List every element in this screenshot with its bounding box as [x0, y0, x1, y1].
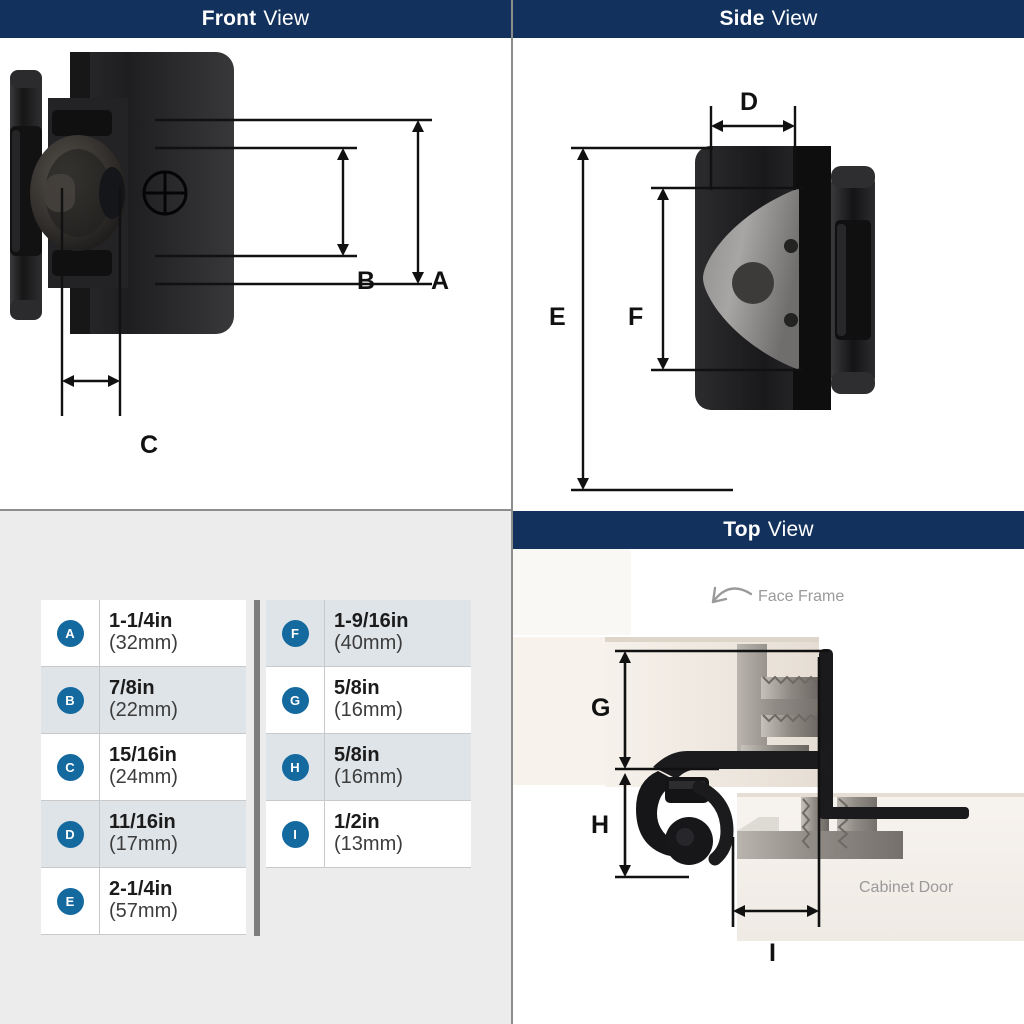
dimension-table: A 1-1/4in(32mm) B 7/8in(22mm) C 15/16in(24mm)… — [41, 600, 471, 936]
hinge-side-cam — [703, 188, 799, 370]
side-view-panel: D E F — [513, 38, 1024, 510]
dimension-badge-cell: F — [266, 600, 325, 666]
dimension-value-inches: 15/16in — [109, 744, 177, 767]
front-dimension-label-A: A — [431, 267, 450, 295]
dimension-row-b: B 7/8in(22mm) — [41, 667, 246, 734]
dimension-row-h: H 5/8in(16mm) — [266, 734, 471, 801]
dimension-value-cell: 5/8in(16mm) — [325, 734, 471, 800]
dimension-badge-cell: A — [41, 600, 100, 666]
dimension-value-inches: 1-9/16in — [334, 610, 409, 633]
top-view-title-bold: Top — [723, 518, 761, 541]
top-dimension-label-G: G — [591, 694, 611, 722]
top-view-title-rest: View — [767, 518, 814, 541]
dimension-value-inches: 1-1/4in — [109, 610, 173, 633]
dimension-badge-cell: E — [41, 868, 100, 934]
side-dimension-label-E: E — [549, 303, 566, 331]
face-frame-label: Face Frame — [758, 588, 845, 605]
top-view-drawing — [513, 549, 1024, 941]
dimension-value-cell: 7/8in(22mm) — [100, 667, 246, 733]
top-view-header: Top View — [513, 511, 1024, 549]
dimension-badge-c: C — [56, 753, 84, 781]
dimension-value-mm: (17mm) — [109, 833, 178, 856]
table-column-separator — [254, 600, 260, 936]
dimension-value-inches: 5/8in — [334, 677, 380, 700]
hinge-screw-head — [142, 170, 188, 216]
dimension-value-mm: (13mm) — [334, 833, 403, 856]
face-frame-arrow-icon — [711, 586, 753, 604]
dimension-value-inches: 2-1/4in — [109, 878, 173, 901]
dimension-badge-e: E — [56, 887, 84, 915]
front-dimension-lines — [60, 118, 432, 416]
dimension-value-inches: 1/2in — [334, 811, 380, 834]
dimension-row-g: G 5/8in(16mm) — [266, 667, 471, 734]
dimension-badge-g: G — [281, 686, 309, 714]
front-dimension-label-C: C — [140, 431, 159, 459]
dimension-badge-f: F — [281, 619, 309, 647]
top-dimension-label-I: I — [769, 939, 776, 967]
front-dimension-label-B: B — [357, 267, 376, 295]
dimension-value-inches: 5/8in — [334, 744, 380, 767]
dimension-row-e: E 2-1/4in(57mm) — [41, 868, 246, 935]
dimension-badge-b: B — [56, 686, 84, 714]
side-view-title-rest: View — [771, 7, 818, 30]
top-view-panel: G H I Face Frame Cabinet Door — [513, 549, 1024, 1024]
dimension-value-inches: 11/16in — [109, 811, 176, 834]
front-view-title-rest: View — [263, 7, 310, 30]
dimension-value-cell: 1/2in(13mm) — [325, 801, 471, 867]
dimension-value-mm: (22mm) — [109, 699, 178, 722]
dimension-value-cell: 15/16in(24mm) — [100, 734, 246, 800]
front-view-header: Front View — [0, 0, 511, 38]
dimension-value-mm: (40mm) — [334, 632, 403, 655]
dimension-value-mm: (57mm) — [109, 900, 178, 923]
side-dimension-lines — [571, 106, 803, 492]
hinge-barrel — [10, 70, 42, 320]
dimension-table-left-column: A 1-1/4in(32mm) B 7/8in(22mm) C 15/16in(24mm)… — [41, 600, 246, 935]
dimension-badge-i: I — [281, 820, 309, 848]
dimension-value-mm: (16mm) — [334, 699, 403, 722]
dimension-badge-cell: H — [266, 734, 325, 800]
front-view-drawing — [10, 52, 432, 416]
dimension-badge-a: A — [56, 619, 84, 647]
dimension-row-f: F 1-9/16in(40mm) — [266, 600, 471, 667]
dimension-row-i: I 1/2in(13mm) — [266, 801, 471, 868]
dimension-value-cell: 1-1/4in(32mm) — [100, 600, 246, 666]
hinge-side-knuckle — [831, 166, 875, 394]
dimension-row-d: D 11/16in(17mm) — [41, 801, 246, 868]
side-view-title-bold: Side — [719, 7, 765, 30]
side-view-drawing — [571, 106, 875, 492]
front-view-title-bold: Front — [201, 7, 257, 30]
top-view-hinge-body — [636, 649, 969, 866]
front-view-panel: A B C — [0, 38, 511, 510]
dimension-badge-cell: G — [266, 667, 325, 733]
dimension-badge-h: H — [281, 753, 309, 781]
horizontal-divider — [0, 509, 511, 511]
vertical-divider — [511, 0, 513, 1024]
dimension-badge-cell: D — [41, 801, 100, 867]
dimension-value-mm: (24mm) — [109, 766, 178, 789]
top-dimension-label-H: H — [591, 811, 610, 839]
dimension-value-mm: (32mm) — [109, 632, 178, 655]
dimension-value-cell: 5/8in(16mm) — [325, 667, 471, 733]
side-view-header: Side View — [513, 0, 1024, 38]
side-dimension-label-F: F — [628, 303, 644, 331]
top-dimension-lines — [615, 649, 829, 927]
hinge-cam-disc — [30, 135, 126, 251]
dimension-row-c: C 15/16in(24mm) — [41, 734, 246, 801]
dimension-value-mm: (16mm) — [334, 766, 403, 789]
dimension-value-cell: 1-9/16in(40mm) — [325, 600, 471, 666]
side-dimension-label-D: D — [740, 88, 759, 116]
dimension-badge-cell: B — [41, 667, 100, 733]
dimension-badge-cell: I — [266, 801, 325, 867]
dimension-value-cell: 11/16in(17mm) — [100, 801, 246, 867]
cabinet-door-label: Cabinet Door — [859, 879, 954, 896]
dimension-value-cell: 2-1/4in(57mm) — [100, 868, 246, 934]
dimension-badge-cell: C — [41, 734, 100, 800]
dimension-row-a: A 1-1/4in(32mm) — [41, 600, 246, 667]
dimension-badge-d: D — [56, 820, 84, 848]
dimension-value-inches: 7/8in — [109, 677, 155, 700]
